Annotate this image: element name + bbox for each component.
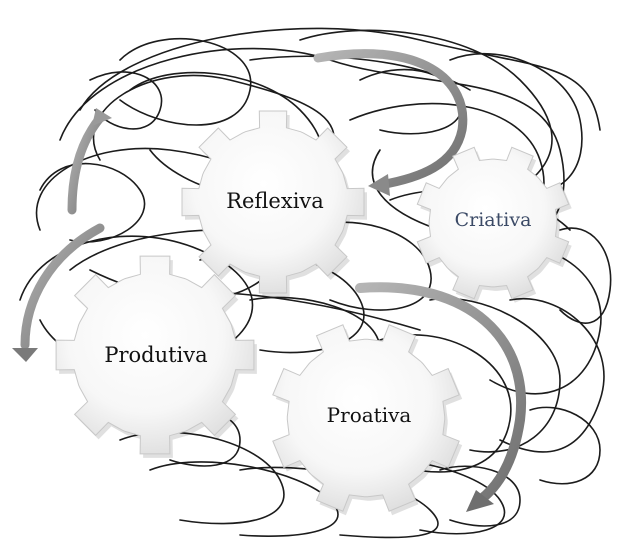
gear-label-produtiva: Produtiva (104, 343, 207, 367)
gear-label-criativa: Criativa (455, 209, 532, 231)
gear-label-proativa: Proativa (327, 403, 412, 427)
gears-group (56, 111, 572, 515)
gear-label-reflexiva: Reflexiva (226, 189, 324, 213)
arrow-left-head-icon (12, 348, 38, 362)
